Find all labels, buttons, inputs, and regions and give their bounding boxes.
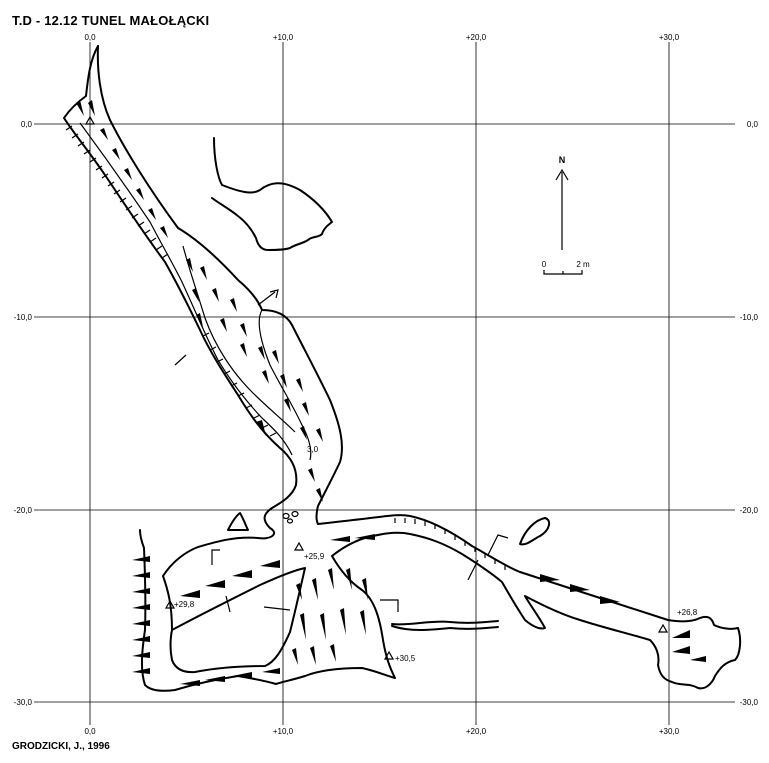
y-label-left-30: -30,0 (14, 698, 33, 707)
y-label-right-10: -10,0 (740, 313, 759, 322)
cave-walls (63, 45, 742, 692)
station-label: +25,9 (304, 552, 325, 561)
station-label: 3,0 (307, 445, 319, 454)
station-label: +30,5 (395, 654, 416, 663)
station-label: +29,8 (174, 600, 195, 609)
upper-rock-outline (211, 137, 333, 251)
scale-bar (543, 270, 583, 275)
station-marker (657, 623, 669, 633)
y-label-right-20: -20,0 (740, 506, 759, 515)
y-label-left-0: 0,0 (21, 120, 33, 129)
coordinate-grid (34, 42, 735, 725)
slope-symbols (76, 100, 706, 686)
scale-end-label: 2 m (576, 260, 590, 269)
station-marker (293, 541, 305, 551)
channel-passage (391, 620, 499, 631)
x-label-bottom-10: +10,0 (273, 727, 294, 736)
y-label-right-0: 0,0 (747, 120, 759, 129)
station-marker (164, 599, 176, 609)
y-label-left-10: -10,0 (14, 313, 33, 322)
x-label-top-30: +30,0 (659, 33, 680, 42)
wall-hachures (65, 125, 506, 570)
scale-start-label: 0 (542, 260, 547, 269)
map-title: T.D - 12.12 TUNEL MAŁOŁĄCKI (12, 13, 210, 28)
x-label-top-0: 0,0 (84, 33, 96, 42)
station-marker (383, 650, 395, 660)
rock-fragment (227, 512, 249, 531)
x-label-bottom-0: 0,0 (84, 727, 96, 736)
x-label-top-20: +20,0 (466, 33, 487, 42)
y-label-left-20: -20,0 (14, 506, 33, 515)
north-label: N (559, 155, 566, 165)
section-arrows (174, 289, 509, 613)
boulders (282, 510, 299, 524)
author-credit: GRODZICKI, J., 1996 (12, 741, 110, 752)
y-label-right-30: -30,0 (740, 698, 759, 707)
x-label-bottom-20: +20,0 (466, 727, 487, 736)
station-marker (84, 115, 96, 125)
survey-stations (84, 115, 669, 660)
side-pocket (519, 517, 551, 546)
station-label: +26,8 (677, 608, 698, 617)
x-label-top-10: +10,0 (273, 33, 294, 42)
x-label-bottom-30: +30,0 (659, 727, 680, 736)
north-arrow-icon (555, 168, 569, 250)
